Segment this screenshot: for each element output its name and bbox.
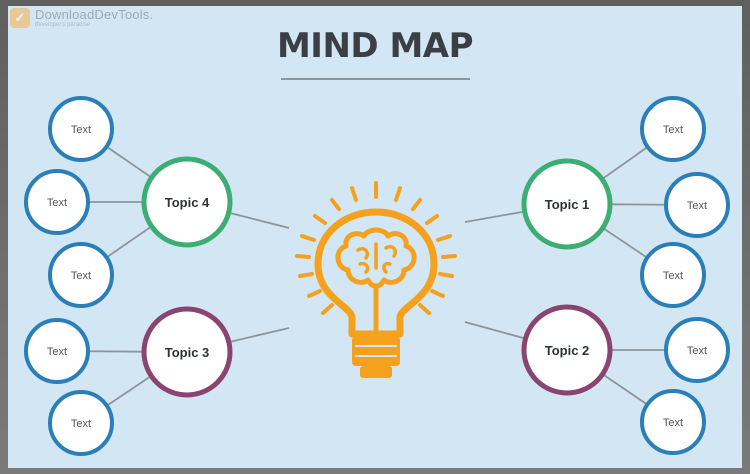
topic-1-label: Topic 1: [545, 197, 590, 212]
bulb-rays: [295, 181, 457, 315]
title-divider: [281, 78, 470, 80]
topic-3-node[interactable]: Topic 3: [141, 306, 233, 398]
leaf-circle: [24, 169, 90, 235]
topic-3-circle: [141, 306, 233, 398]
watermark-name: DownloadDevTools.: [35, 7, 154, 22]
leaf-label: Text: [71, 124, 91, 136]
topic-4-node[interactable]: Topic 4: [141, 156, 233, 248]
topic-4-leaf-connector: [106, 225, 153, 259]
leaf-node[interactable]: Text: [24, 169, 90, 235]
topic-3-label: Topic 3: [165, 345, 210, 360]
lightbulb-brain-icon: [295, 181, 457, 378]
topic-3-leaf-connector: [106, 375, 152, 407]
leaf-circle: [640, 242, 706, 308]
watermark-logo-icon: ✓: [10, 8, 30, 28]
leaf-label: Text: [687, 345, 707, 357]
topic-1-node[interactable]: Topic 1: [521, 158, 613, 250]
topic-1-leaf-connector: [601, 146, 649, 180]
leaf-circle: [48, 242, 114, 308]
leaf-node[interactable]: Text: [640, 242, 706, 308]
leaf-circle: [664, 172, 730, 238]
leaf-label: Text: [71, 270, 91, 282]
topic-2-circle: [521, 304, 613, 396]
leaf-node[interactable]: Text: [48, 96, 114, 162]
watermark-tagline: developer's paradise: [35, 22, 91, 28]
leaf-circle: [48, 390, 114, 456]
topic-4-hub-connector: [228, 211, 290, 229]
page-title: MIND MAP: [276, 26, 474, 66]
leaf-label: Text: [663, 417, 683, 429]
leaf-node[interactable]: Text: [640, 96, 706, 162]
topic-2-node[interactable]: Topic 2: [521, 304, 613, 396]
leaf-node[interactable]: Text: [664, 172, 730, 238]
connectors: [87, 145, 667, 407]
topic-3-hub-connector: [228, 327, 290, 344]
leaf-circle: [640, 389, 706, 455]
leaf-label: Text: [663, 124, 683, 136]
topic-2-label: Topic 2: [545, 343, 590, 358]
topic-1-leaf-connector: [602, 227, 648, 259]
leaf-node[interactable]: Text: [48, 390, 114, 456]
leaf-label: Text: [47, 197, 67, 209]
topic-1-hub-connector: [464, 210, 525, 223]
leaf-circle: [640, 96, 706, 162]
leaf-circle: [48, 96, 114, 162]
topic-4-circle: [141, 156, 233, 248]
leaf-label: Text: [663, 270, 683, 282]
watermark: ✓ DownloadDevTools. developer's paradise: [10, 8, 153, 28]
leaf-node[interactable]: Text: [48, 242, 114, 308]
topic-4-label: Topic 4: [165, 195, 210, 210]
leaf-circle: [24, 318, 90, 384]
leaf-node[interactable]: Text: [664, 317, 730, 383]
topic-1-circle: [521, 158, 613, 250]
topic-2-leaf-connector: [602, 373, 648, 406]
topic-4-leaf-connector: [106, 145, 153, 179]
topic-2-hub-connector: [464, 321, 526, 340]
leaf-node[interactable]: Text: [640, 389, 706, 455]
leaf-node[interactable]: Text: [24, 318, 90, 384]
leaf-circle: [664, 317, 730, 383]
leaf-label: Text: [47, 346, 67, 358]
leaf-label: Text: [71, 418, 91, 430]
leaf-label: Text: [687, 200, 707, 212]
